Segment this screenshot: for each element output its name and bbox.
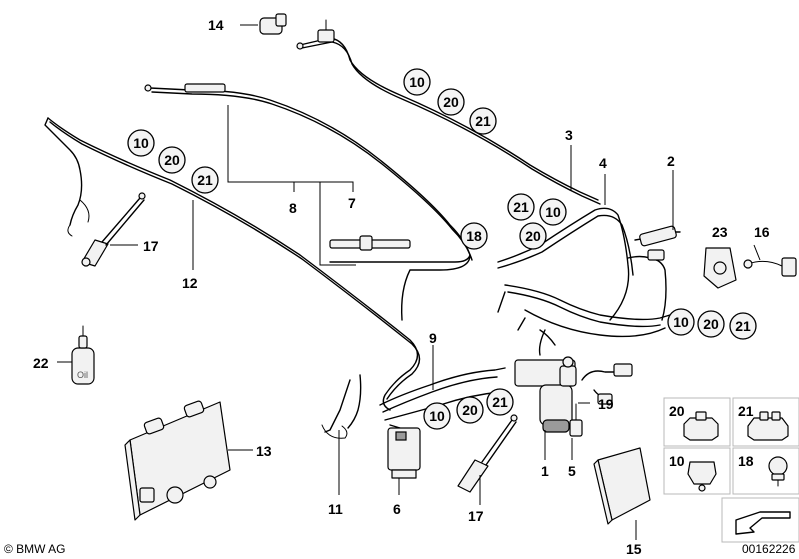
copyright-label: © BMW AG <box>4 542 66 556</box>
callout-17-bottom: 17 <box>468 508 484 524</box>
circle-ref-right-21: 21 <box>729 312 757 340</box>
circle-ref-top-21: 21 <box>469 107 497 135</box>
callout-13: 13 <box>256 443 272 459</box>
arrow-panel <box>721 497 799 543</box>
circle-ref-right-10: 10 <box>667 308 695 336</box>
svg-text:10: 10 <box>673 314 689 330</box>
callout-5: 5 <box>568 463 576 479</box>
legend-panel-18: 18 <box>732 447 799 495</box>
callout-8: 8 <box>289 200 297 216</box>
callout-17-left: 17 <box>143 238 159 254</box>
circle-ref-mid-10: 10 <box>539 198 567 226</box>
part-13-control-unit <box>124 400 231 521</box>
svg-text:Oil: Oil <box>77 370 88 380</box>
part-5-sensor <box>569 403 583 437</box>
svg-text:20: 20 <box>669 403 685 419</box>
circle-ref-left-10: 10 <box>127 129 155 157</box>
part-connector-7 <box>329 235 411 251</box>
part-15-cover <box>593 447 651 525</box>
part-23-bracket <box>703 247 737 289</box>
circle-ref-mid-18: 18 <box>460 222 488 250</box>
callout-7: 7 <box>348 195 356 211</box>
circle-ref-mid-21: 21 <box>507 193 535 221</box>
callout-9: 9 <box>429 330 437 346</box>
svg-text:10: 10 <box>409 74 425 90</box>
svg-text:18: 18 <box>738 453 754 469</box>
part-connector-8 <box>144 83 226 93</box>
svg-text:21: 21 <box>738 403 754 419</box>
svg-text:20: 20 <box>443 94 459 110</box>
svg-text:21: 21 <box>492 394 508 410</box>
svg-text:10: 10 <box>545 204 561 220</box>
callout-numbers: 14 3 4 2 23 16 8 7 17 12 22 9 19 13 11 6… <box>33 17 770 557</box>
circle-ref-low-10: 10 <box>423 402 451 430</box>
svg-text:10: 10 <box>669 453 685 469</box>
part-top-valve <box>296 19 335 50</box>
callout-6: 6 <box>393 501 401 517</box>
legend-panel-10: 10 <box>663 447 731 495</box>
direction-arrow-icon <box>735 511 791 535</box>
svg-text:20: 20 <box>703 316 719 332</box>
circle-ref-low-20: 20 <box>456 396 484 424</box>
part-19-connector <box>581 363 633 405</box>
callout-3: 3 <box>565 127 573 143</box>
callout-12: 12 <box>182 275 198 291</box>
part-2-valve <box>639 225 677 261</box>
callout-23: 23 <box>712 224 728 240</box>
circle-ref-right-20: 20 <box>697 310 725 338</box>
svg-text:20: 20 <box>462 402 478 418</box>
svg-text:20: 20 <box>164 152 180 168</box>
part-6-valve-block <box>387 427 421 479</box>
svg-text:21: 21 <box>475 113 491 129</box>
part-17-gas-strut-bottom <box>457 414 518 493</box>
circle-ref-left-20: 20 <box>158 146 186 174</box>
legend-panels: 20 21 10 18 <box>663 397 799 543</box>
circled-references: 10 20 21 10 20 21 21 10 20 18 10 20 21 1… <box>127 68 757 430</box>
svg-text:10: 10 <box>429 408 445 424</box>
callout-2: 2 <box>667 153 675 169</box>
circle-ref-left-21: 21 <box>191 166 219 194</box>
callout-14: 14 <box>208 17 224 33</box>
callout-16: 16 <box>754 224 770 240</box>
circle-ref-top-10: 10 <box>403 68 431 96</box>
part-17-gas-strut-left <box>81 192 146 267</box>
legend-panel-20: 20 <box>663 397 731 447</box>
svg-text:21: 21 <box>197 172 213 188</box>
legend-panel-21: 21 <box>732 397 799 447</box>
part-1-hydraulic-pump <box>514 356 577 433</box>
callout-4: 4 <box>599 155 607 171</box>
callout-11: 11 <box>328 501 343 517</box>
svg-text:21: 21 <box>735 318 751 334</box>
part-16-switch <box>743 257 797 277</box>
svg-text:10: 10 <box>133 135 149 151</box>
callout-1: 1 <box>541 463 549 479</box>
part-14-fitting <box>259 13 287 35</box>
svg-text:21: 21 <box>513 199 529 215</box>
leader-lines <box>57 24 761 540</box>
part-22-oil-bottle: Oil <box>71 325 95 385</box>
circle-ref-mid-20: 20 <box>519 222 547 250</box>
circle-ref-low-21: 21 <box>486 388 514 416</box>
svg-text:20: 20 <box>525 228 541 244</box>
image-number: 00162226 <box>742 542 796 556</box>
circle-ref-top-20: 20 <box>437 88 465 116</box>
callout-22: 22 <box>33 355 49 371</box>
callout-15: 15 <box>626 541 642 557</box>
svg-text:18: 18 <box>466 228 482 244</box>
callout-19: 19 <box>598 396 614 412</box>
